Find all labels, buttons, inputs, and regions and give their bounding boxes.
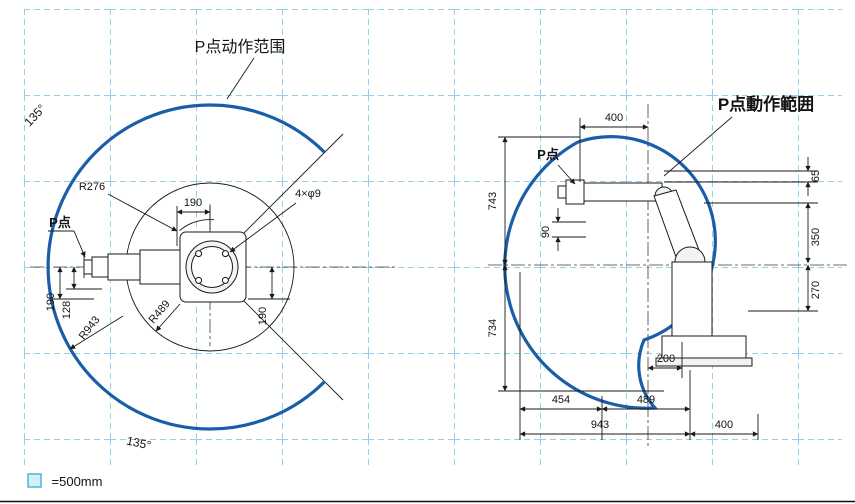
leader-p-point [73, 230, 86, 258]
dim-400-bottom: 400 [715, 419, 733, 431]
bolt-hole [221, 250, 229, 258]
bolt-hole [195, 250, 203, 258]
end-effector-tip [557, 185, 567, 199]
leader-p-point [557, 164, 576, 185]
legend-grid-swatch [27, 473, 42, 488]
robot-top-view [83, 231, 247, 303]
dim-350: 350 [810, 228, 822, 246]
robot-side-view [557, 179, 753, 367]
title-leader [663, 116, 733, 177]
dim-190-top: 190 [184, 197, 202, 209]
dim-943: 943 [591, 419, 609, 431]
right-dimensions: 400 P点 743 734 90 65 350 270 [487, 112, 822, 440]
flange-circle [191, 246, 233, 288]
angle-135-lower: 135° [125, 434, 152, 453]
grid-500mm [24, 9, 842, 467]
label-bolt-holes: 4×φ9 [295, 188, 321, 200]
dim-190-left: 190 [45, 293, 57, 311]
left-dimensions: 190 190 190 128 R943 R489 R276 4×φ9 P点 1… [21, 101, 320, 452]
right-view-side: 400 P点 743 734 90 65 350 270 [487, 94, 848, 448]
legend-label: =500mm [52, 474, 103, 489]
leader-r276 [107, 193, 178, 232]
wrist-block [91, 256, 109, 278]
dim-200: 200 [657, 353, 675, 365]
work-range-arc-r943 [46, 103, 326, 431]
title-leader [226, 57, 255, 100]
right-view-title: P点動作範囲 [718, 94, 814, 114]
dim-190-right: 190 [257, 307, 269, 325]
p-point-label: P点 [49, 215, 71, 230]
dim-454: 454 [552, 394, 570, 406]
arm-link-1 [139, 249, 181, 285]
bolt-hole [195, 276, 203, 284]
dim-90: 90 [540, 226, 552, 238]
dim-400-top: 400 [605, 112, 623, 124]
arm-link-2 [107, 253, 141, 281]
bolt-hole [221, 276, 229, 284]
dim-743: 743 [487, 192, 499, 210]
dim-128: 128 [61, 301, 73, 319]
upper-arm [583, 182, 663, 202]
leader-bolt-holes [229, 202, 297, 253]
arc-r276 [179, 219, 215, 231]
legend: =500mm [27, 473, 103, 489]
dim-734: 734 [487, 319, 499, 337]
end-effector [83, 259, 93, 275]
dim-270: 270 [810, 281, 822, 299]
leader-r943 [69, 315, 124, 350]
dim-489: 489 [637, 394, 655, 406]
dim-65: 65 [810, 170, 822, 182]
base-plate [655, 357, 753, 367]
leader-r489 [155, 303, 181, 332]
left-view-title: P点动作范围 [195, 38, 286, 56]
label-r276: R276 [79, 181, 105, 193]
column [671, 261, 713, 337]
left-view-top: 190 190 190 128 R943 R489 R276 4×φ9 P点 1… [21, 38, 398, 453]
p-point-label: P点 [537, 147, 559, 162]
